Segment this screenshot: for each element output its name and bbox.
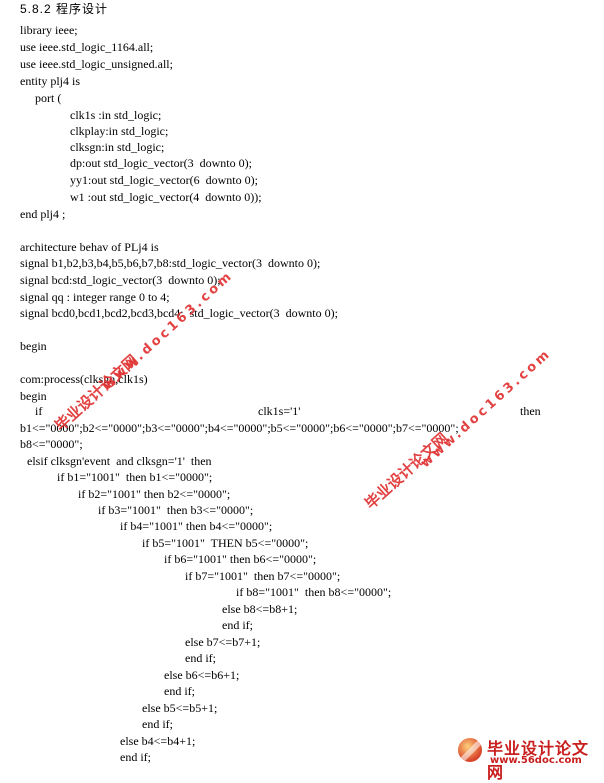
code-line: clkplay:in std_logic;	[70, 124, 169, 138]
code-line: if b5="1001" THEN b5<="0000";	[142, 536, 309, 550]
code-line: if b3="1001" then b3<="0000";	[98, 503, 254, 517]
code-line: else b6<=b6+1;	[164, 668, 240, 682]
code-line: else b8<=b8+1;	[222, 602, 298, 616]
code-line: b8<="0000";	[20, 437, 83, 451]
code-line: elsif clksgn'event and clksgn='1' then	[27, 454, 212, 468]
code-line: dp:out std_logic_vector(3 downto 0);	[70, 156, 252, 170]
code-line: else b5<=b5+1;	[142, 701, 218, 715]
code-line: if b7="1001" then b7<="0000";	[185, 569, 341, 583]
code-line: end if;	[142, 717, 173, 731]
code-line: entity plj4 is	[20, 74, 80, 88]
code-line: end plj4 ;	[20, 207, 66, 221]
code-line: library ieee;	[20, 23, 78, 37]
section-heading: 5.8.2 程序设计	[20, 2, 109, 16]
code-line: end if;	[222, 618, 253, 632]
code-line: if	[35, 404, 43, 418]
code-line: if b2="1001" then b2<="0000";	[78, 487, 231, 501]
code-line: signal bcd0,bcd1,bcd2,bcd3,bcd4: std_log…	[20, 306, 338, 320]
code-line: com:process(clksgn,clk1s)	[20, 372, 148, 386]
code-line: end if;	[164, 684, 195, 698]
code-line: clk1s :in std_logic;	[70, 108, 162, 122]
code-line: if b4="1001" then b4<="0000";	[120, 519, 273, 533]
code-line: if b1="1001" then b1<="0000";	[57, 470, 213, 484]
code-line: w1 :out std_logic_vector(4 downto 0));	[70, 190, 262, 204]
code-line: begin	[20, 389, 47, 403]
code-line: clksgn:in std_logic;	[70, 140, 165, 154]
code-line: use ieee.std_logic_1164.all;	[20, 40, 154, 54]
footer-site-url: www.56doc.com	[490, 755, 582, 766]
code-line: yy1:out std_logic_vector(6 downto 0);	[70, 173, 258, 187]
code-line: then	[520, 404, 541, 418]
code-line: if b6="1001" then b6<="0000";	[164, 552, 317, 566]
code-line: clk1s='1'	[258, 404, 301, 418]
code-line: else b4<=b4+1;	[120, 734, 196, 748]
code-line: use ieee.std_logic_unsigned.all;	[20, 57, 173, 71]
code-line: if b8="1001" then b8<="0000";	[236, 585, 392, 599]
code-line: port (	[35, 91, 62, 105]
code-line: signal qq : integer range 0 to 4;	[20, 290, 170, 304]
code-line: signal b1,b2,b3,b4,b5,b6,b7,b8:std_logic…	[20, 256, 321, 270]
code-line: end if;	[185, 651, 216, 665]
code-line: signal bcd:std_logic_vector(3 downto 0);	[20, 273, 221, 287]
code-line: end if;	[120, 750, 151, 764]
code-line: architecture behav of PLj4 is	[20, 240, 159, 254]
code-line: begin	[20, 339, 47, 353]
code-line: else b7<=b7+1;	[185, 635, 261, 649]
code-line: b1<="0000";b2<="0000";b3<="0000";b4<="00…	[20, 421, 459, 435]
site-logo-icon	[458, 738, 482, 762]
